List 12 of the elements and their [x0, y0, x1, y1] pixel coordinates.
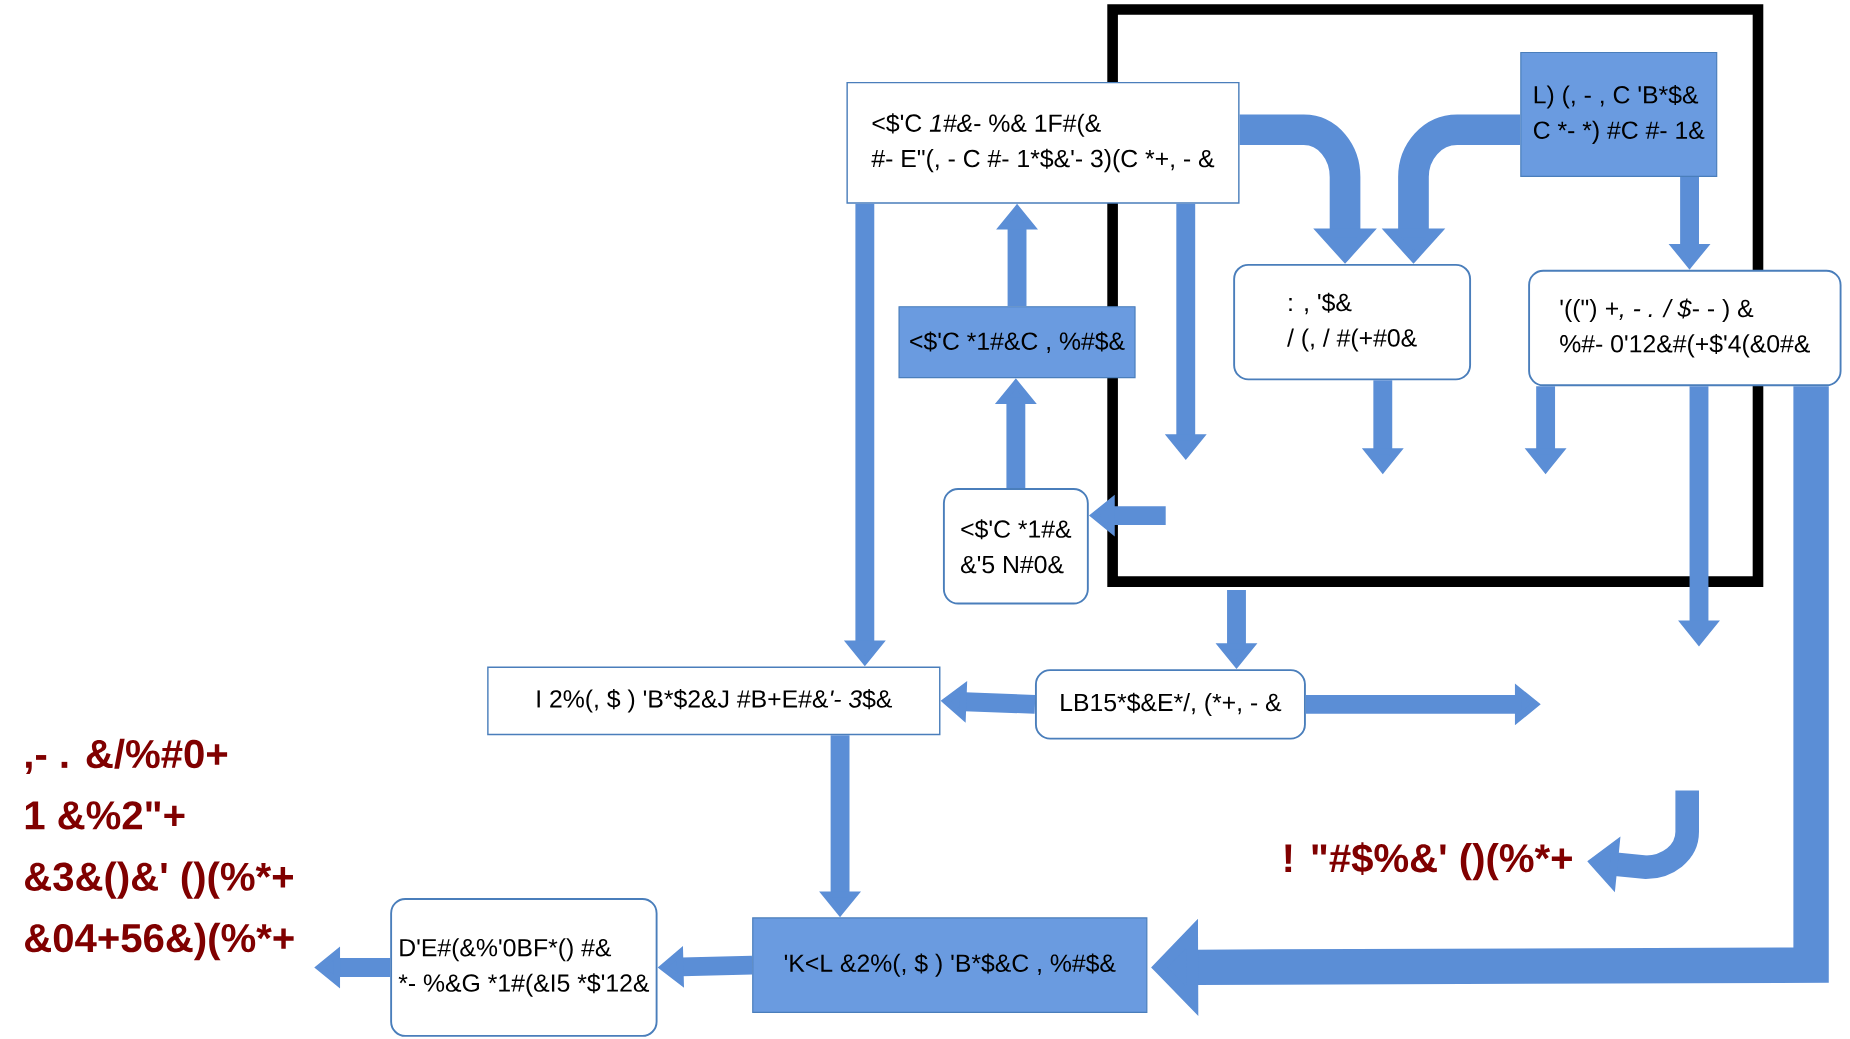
process-box: D'E#(&%'0BF*() #& *- %&G *1#(&I5 *$'12& — [390, 897, 658, 1037]
process-box: LB15*$&E*/, (*+, - & — [1034, 669, 1306, 740]
process-box: '((") +, - . / $- - ) & %#- 0'12&#(+$'4(&0#& — [1528, 269, 1842, 386]
process-box: L) (, - , C 'B*$& C *- *) #C #- 1& — [1520, 51, 1718, 177]
process-box: 'K<L &2%(, $ ) 'B*$&C , %#$& — [752, 917, 1148, 1013]
process-box: <$'C *1#&C , %#$& — [898, 305, 1136, 378]
process-box: I 2%(, $ ) 'B*$2&J #B+E#&'- 3$& — [487, 666, 941, 735]
process-box: <$'C *1#& &'5 N#0& — [942, 487, 1089, 605]
heading-text: ,- . &/%#0+ 1 &%2"+ &3&()&' ()(%*+ &04+56&)(%*+ — [25, 738, 294, 960]
process-box: : , '$& / (, / #(+#0& — [1233, 263, 1472, 381]
process-box: <$'C 1#&- %& 1F#(& #- E"(, - C #- 1*$&'- 3)(C *+, - & — [846, 81, 1240, 204]
heading-text: ! "#$%&' ()(%*+ — [1285, 842, 1572, 881]
